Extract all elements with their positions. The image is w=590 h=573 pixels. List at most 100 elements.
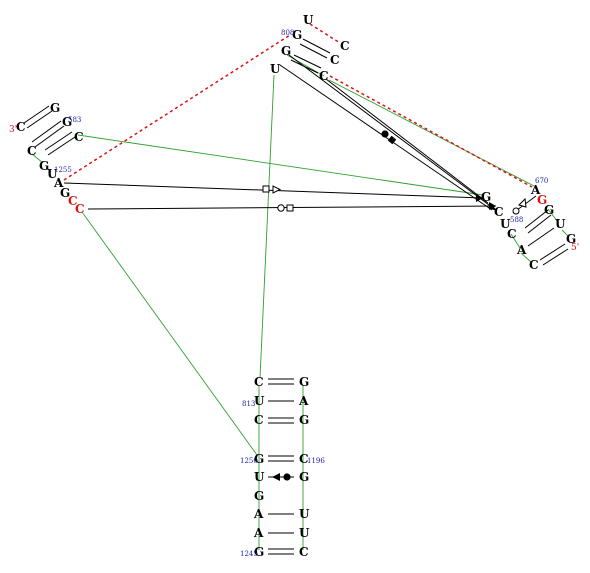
nt-top-3: C (340, 39, 350, 53)
symbol-circle-open-2 (512, 207, 520, 215)
pair-left-c-c-b (47, 136, 76, 156)
position-label-813: 813 (242, 400, 255, 408)
nt-right-g-1: G (544, 203, 554, 217)
interaction-top-c-to-right-a (329, 75, 533, 188)
nt-bottom-right-3: G (299, 413, 309, 427)
nt-bottom-left-5: U (254, 470, 265, 484)
pair-left-c-c-a (44, 131, 73, 151)
backbone-right-u-g (561, 229, 569, 237)
backbone-lines (31, 54, 569, 550)
symbol-arrow-right-g (476, 194, 483, 202)
nt-bottom-right-6: U (299, 507, 310, 521)
nt-right-g-2: G (566, 232, 576, 246)
backbone-left-to-right (77, 134, 484, 196)
nt-right-a: A (530, 183, 541, 197)
position-label-583: 583 (68, 116, 81, 124)
nt-left-5: C (27, 144, 37, 158)
basepair-lines (23, 38, 569, 555)
nt-left-6: G (39, 159, 49, 173)
pair-top-g-c-b (299, 43, 328, 59)
position-label-1255: 1255 (54, 166, 72, 174)
symbol-arrow-right-c2 (488, 203, 497, 211)
pair-right-g-c-c (539, 243, 566, 261)
symbol-triangle-filled-1 (272, 473, 280, 481)
nt-right-c-1: C (494, 205, 504, 219)
left-stem: G G C C C G U A G C C (16, 101, 85, 216)
interaction-lines (63, 23, 533, 188)
position-numbers: 808 583 1255 670 588 813 1250 1196 1245 (54, 29, 548, 558)
nt-right-c-3: C (529, 258, 539, 272)
position-label-1250: 1250 (240, 457, 258, 465)
backbone-top-c-to-right (328, 79, 535, 187)
position-label-670: 670 (535, 177, 548, 185)
bottom-helix-right: G A G C G U U C (298, 375, 310, 559)
nt-bottom-left-8: A (253, 526, 264, 540)
backbone-left-c-g (31, 153, 44, 164)
nt-top-7: C (319, 69, 329, 83)
nt-bottom-left-1: C (254, 375, 264, 389)
nt-left-10: C (68, 194, 78, 208)
bottom-helix-left: C U C G U G A A G (253, 375, 265, 559)
nt-top-1: U (303, 13, 314, 27)
symbol-circle-filled-1 (381, 130, 389, 138)
nt-bottom-right-5: G (299, 470, 309, 484)
backbone-left-c-to-bottom (81, 211, 258, 456)
pair-right-g-c-a (524, 209, 549, 229)
right-strand-end-label: 5' (571, 243, 579, 253)
backbone-right-c-a (510, 233, 521, 249)
pair-left-c-g-b (34, 125, 65, 148)
right-stem: A G G U G G C U C A C (481, 183, 576, 272)
position-label-1245: 1245 (240, 550, 258, 558)
pair-left-g-c-b (26, 110, 53, 129)
nt-left-1: G (50, 101, 60, 115)
nt-top-6: U (270, 62, 281, 76)
nt-bottom-left-9: G (254, 545, 264, 559)
nc-line-top-c-right-g (325, 78, 489, 204)
nt-bottom-left-7: A (253, 507, 264, 521)
nt-right-u: U (555, 217, 566, 231)
position-label-588: 588 (510, 216, 523, 224)
nt-right-u-2: U (500, 217, 511, 231)
interaction-top-u-to-c (309, 23, 341, 44)
nt-bottom-right-4: C (299, 452, 309, 466)
nt-bottom-left-4: G (254, 452, 264, 466)
nt-bottom-right-7: U (299, 526, 310, 540)
symbol-square-open-2 (286, 204, 294, 212)
position-label-808: 808 (281, 29, 294, 37)
backbone-top-u-to-bottom (259, 74, 275, 379)
position-label-1196: 1196 (307, 457, 325, 465)
nt-bottom-right-1: G (299, 375, 309, 389)
symbol-square-filled-1 (387, 135, 397, 145)
nt-left-2: G (62, 115, 72, 129)
nt-left-11: C (75, 202, 85, 216)
nc-line-top-g-right-c (288, 54, 498, 212)
nt-left-4: C (74, 130, 84, 144)
backbone-right-a-c (520, 252, 532, 263)
symbol-circle-filled-2 (283, 473, 291, 481)
pair-top-g-c2-a (293, 54, 322, 69)
nt-top-4: G (281, 44, 291, 58)
nt-bottom-right-2: A (298, 394, 309, 408)
top-stem: U G C G C U C (270, 13, 350, 83)
nt-bottom-left-6: G (254, 489, 264, 503)
pair-left-c-g-a (31, 120, 62, 143)
nt-bottom-left-3: C (254, 413, 264, 427)
backbone-right-g-u (547, 208, 559, 223)
pair-left-g-c-a (23, 105, 50, 124)
nt-left-9: G (60, 186, 70, 200)
nt-top-2: G (292, 28, 302, 42)
nt-left-7: U (47, 167, 58, 181)
nt-right-g-left: G (481, 190, 491, 204)
interaction-symbols (262, 130, 527, 481)
pair-top-g-c2-b (290, 59, 319, 74)
nt-right-g-red: G (537, 193, 547, 207)
nc-line-top-u-right-c (279, 64, 493, 211)
interaction-left-a-to-top-g (63, 34, 291, 181)
symbol-triangle-open-2 (518, 197, 527, 208)
symbol-square-open-1 (262, 185, 270, 193)
nt-right-c-2: C (507, 227, 517, 241)
pair-right-g-c-b (527, 214, 552, 234)
nt-bottom-right-8: C (299, 545, 309, 559)
